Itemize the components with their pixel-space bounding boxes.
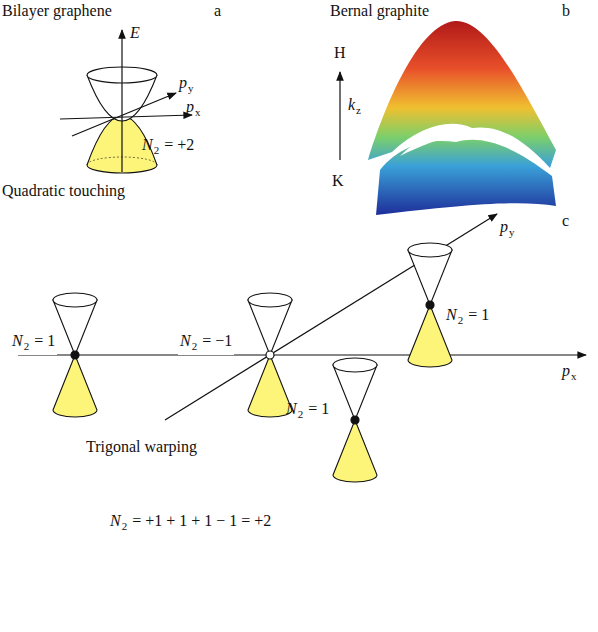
text-label: p bbox=[186, 98, 194, 115]
dirac-cone bbox=[408, 243, 452, 367]
text-label: H bbox=[334, 44, 346, 61]
touching-point bbox=[426, 301, 434, 309]
text-label: Trigonal warping bbox=[86, 438, 197, 455]
text-label: = +1 + 1 + 1 − 1 = +2 bbox=[132, 512, 271, 529]
subscript-label: 2 bbox=[298, 408, 304, 420]
label-group: px bbox=[186, 98, 201, 121]
touching-point bbox=[71, 351, 79, 359]
subscript-label: y bbox=[509, 226, 515, 238]
label-group: b bbox=[562, 2, 570, 20]
text-label: = −1 bbox=[202, 332, 232, 349]
text-label: = 1 bbox=[308, 400, 329, 417]
axis-line bbox=[121, 30, 122, 172]
text-label: N bbox=[110, 512, 121, 529]
text-label: p bbox=[500, 218, 508, 235]
subscript-label: 2 bbox=[192, 340, 198, 352]
subscript-label: 2 bbox=[24, 340, 30, 352]
dirac-cone bbox=[53, 293, 97, 417]
text-label: N bbox=[446, 306, 457, 323]
axis-line bbox=[165, 214, 497, 420]
label-group: N2 = +1 + 1 + 1 − 1 = +2 bbox=[110, 512, 271, 535]
label-group: N2 = 1 bbox=[446, 306, 489, 329]
label-group: N2 = −1 bbox=[178, 332, 234, 355]
text-label: = 1 bbox=[34, 332, 55, 349]
text-label: = +2 bbox=[164, 136, 194, 153]
label-group: Trigonal warping bbox=[86, 438, 197, 456]
label-group: N2 = +2 bbox=[142, 136, 194, 159]
subscript-label: z bbox=[356, 104, 361, 116]
text-label: = 1 bbox=[468, 306, 489, 323]
band-surface bbox=[368, 21, 556, 215]
text-label: E bbox=[130, 24, 140, 41]
text-label: k bbox=[348, 96, 355, 113]
label-group: px bbox=[562, 362, 577, 385]
subscript-label: x bbox=[571, 370, 577, 382]
touching-point bbox=[351, 416, 359, 424]
subscript-label: 2 bbox=[154, 144, 160, 156]
dirac-cone bbox=[333, 358, 377, 482]
text-label: a bbox=[214, 2, 221, 19]
subscript-label: x bbox=[195, 106, 201, 118]
label-group: c bbox=[562, 212, 569, 230]
text-label: N bbox=[286, 400, 297, 417]
label-group: kz bbox=[348, 96, 361, 119]
text-label: K bbox=[332, 172, 344, 189]
text-label: N bbox=[12, 332, 23, 349]
kz-arrow bbox=[339, 72, 340, 160]
dirac-cone bbox=[248, 293, 292, 417]
axis-line bbox=[18, 354, 586, 355]
label-group: Bernal graphite bbox=[330, 2, 429, 20]
label-group: N2 = 1 bbox=[10, 332, 57, 355]
text-label: N bbox=[142, 136, 153, 153]
label-group: py bbox=[500, 218, 515, 241]
text-label: Bilayer graphene bbox=[2, 2, 112, 19]
text-label: Bernal graphite bbox=[330, 2, 429, 19]
subscript-label: y bbox=[188, 82, 194, 94]
label-group: Quadratic touching bbox=[2, 182, 125, 200]
label-group: E bbox=[130, 24, 140, 42]
subscript-label: 2 bbox=[458, 314, 464, 326]
label-group: py bbox=[179, 74, 194, 97]
text-label: b bbox=[562, 2, 570, 19]
text-label: c bbox=[562, 212, 569, 229]
text-label: N bbox=[180, 332, 191, 349]
text-label: Quadratic touching bbox=[2, 182, 125, 199]
axis-line bbox=[72, 93, 176, 136]
touching-point bbox=[266, 351, 274, 359]
label-group: Bilayer graphene bbox=[2, 2, 112, 20]
label-group: a bbox=[214, 2, 221, 20]
label-group: H bbox=[334, 44, 346, 62]
label-group: N2 = 1 bbox=[286, 400, 329, 423]
label-group: K bbox=[332, 172, 344, 190]
subscript-label: 2 bbox=[122, 520, 128, 532]
text-label: p bbox=[562, 362, 570, 379]
text-label: p bbox=[179, 74, 187, 91]
axis-line bbox=[60, 115, 192, 119]
